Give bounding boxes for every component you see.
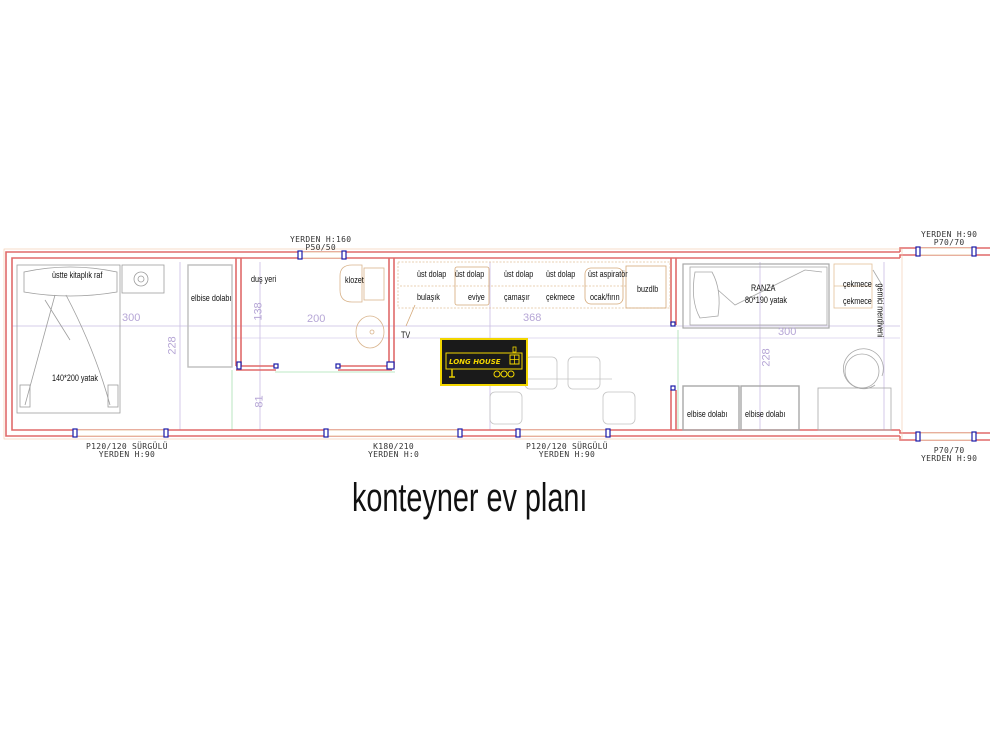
bedroom-window-size: P120/120 SÜRGÜLÜ xyxy=(86,442,168,451)
bedroom-window-annotation: P120/120 SÜRGÜLÜ YERDEN H:90 xyxy=(86,442,168,460)
living-window-height: YERDEN H:90 xyxy=(538,450,596,460)
kids-room-width-dimension: 300 xyxy=(778,326,797,338)
bunk-bed-label: 80*190 yatak xyxy=(745,295,788,305)
bathroom-width-dimension: 200 xyxy=(307,313,326,325)
dining-furniture xyxy=(489,356,636,425)
kids-window-top-annotation: YERDEN H:90 P70/70 xyxy=(921,230,978,248)
bath-window-size: P50/50 xyxy=(305,243,337,253)
kitchen-width-dimension: 368 xyxy=(523,312,542,324)
window-markers xyxy=(72,246,977,442)
fridge-label: buzdlb xyxy=(637,284,659,294)
bedroom-furniture xyxy=(16,264,233,414)
bedroom-depth-dimension: 228 xyxy=(166,336,179,355)
drawer-2-label: çekmece xyxy=(843,296,872,306)
corridor-dimension: 81 xyxy=(253,395,266,408)
bedroom-window-height: YERDEN H:90 xyxy=(98,450,156,460)
toilet-label: klozet xyxy=(345,275,364,285)
shelf-label: üstte kitaplık raf xyxy=(52,270,103,280)
cabinet-1-bottom-label: bulaşık xyxy=(417,292,440,302)
page-title: konteyner ev planı xyxy=(352,476,588,520)
kids-wardrobe-2-label: elbise dolabı xyxy=(745,409,786,419)
kids-wardrobe-1-label: elbise dolabı xyxy=(687,409,728,419)
living-window-annotation: P120/120 SÜRGÜLÜ YERDEN H:90 xyxy=(526,442,608,460)
bedroom-wardrobe-label: elbise dolabı xyxy=(191,293,232,303)
kids-room-furniture xyxy=(682,263,892,431)
logo-trailer-icon xyxy=(445,346,523,378)
bath-window-annotation: YERDEN H:160 P50/50 xyxy=(290,235,352,253)
logo-text: LONG HOUSE xyxy=(449,358,501,366)
bath-window-height: YERDEN H:160 xyxy=(290,235,352,244)
cabinet-2-top-label: üst dolap xyxy=(455,269,485,279)
cabinet-5-top-label: üst aspiratör xyxy=(588,269,628,279)
cabinet-5-bottom-label: ocak/fırın xyxy=(590,292,620,302)
entrance-door-height: YERDEN H:0 xyxy=(368,450,420,460)
kitchen-counter xyxy=(397,261,671,309)
cabinet-1-top-label: üst dolap xyxy=(417,269,447,279)
kids-window-bottom-height: YERDEN H:90 xyxy=(921,454,978,464)
living-window-size: P120/120 SÜRGÜLÜ xyxy=(526,442,608,451)
interior-walls xyxy=(235,258,677,430)
cabinet-3-top-label: üst dolap xyxy=(504,269,534,279)
cabinet-4-top-label: üst dolap xyxy=(546,269,576,279)
drawer-1-label: çekmece xyxy=(843,279,872,289)
cabinet-2-bottom-label: eviye xyxy=(468,292,485,302)
bathroom-depth-dimension: 138 xyxy=(252,302,265,321)
double-bed-label: 140*200 yatak xyxy=(52,373,99,383)
ship-ladder-label: gemici merdiveni xyxy=(875,283,886,338)
bunk-bed-title: RANZA xyxy=(751,283,776,293)
entrance-door-size: K180/210 xyxy=(373,442,415,451)
bathroom-fixtures xyxy=(339,264,385,349)
kids-window-bottom-annotation: P70/70 YERDEN H:90 xyxy=(921,446,978,464)
guide-lines-green xyxy=(231,330,679,430)
kids-window-bottom-size: P70/70 xyxy=(933,446,965,455)
cabinet-4-bottom-label: çekmece xyxy=(546,292,575,302)
kids-room-depth-dimension: 228 xyxy=(760,348,773,367)
shower-label: duş yeri xyxy=(251,274,277,284)
entrance-door-annotation: K180/210 YERDEN H:0 xyxy=(368,442,420,460)
bedroom-width-dimension: 300 xyxy=(122,312,141,324)
kids-window-top-height: YERDEN H:90 xyxy=(921,230,978,239)
long-house-logo: LONG HOUSE xyxy=(440,338,528,386)
cabinet-3-bottom-label: çamaşır xyxy=(504,292,530,302)
kids-window-top-size: P70/70 xyxy=(933,238,965,248)
tv-label: TV xyxy=(401,330,411,340)
